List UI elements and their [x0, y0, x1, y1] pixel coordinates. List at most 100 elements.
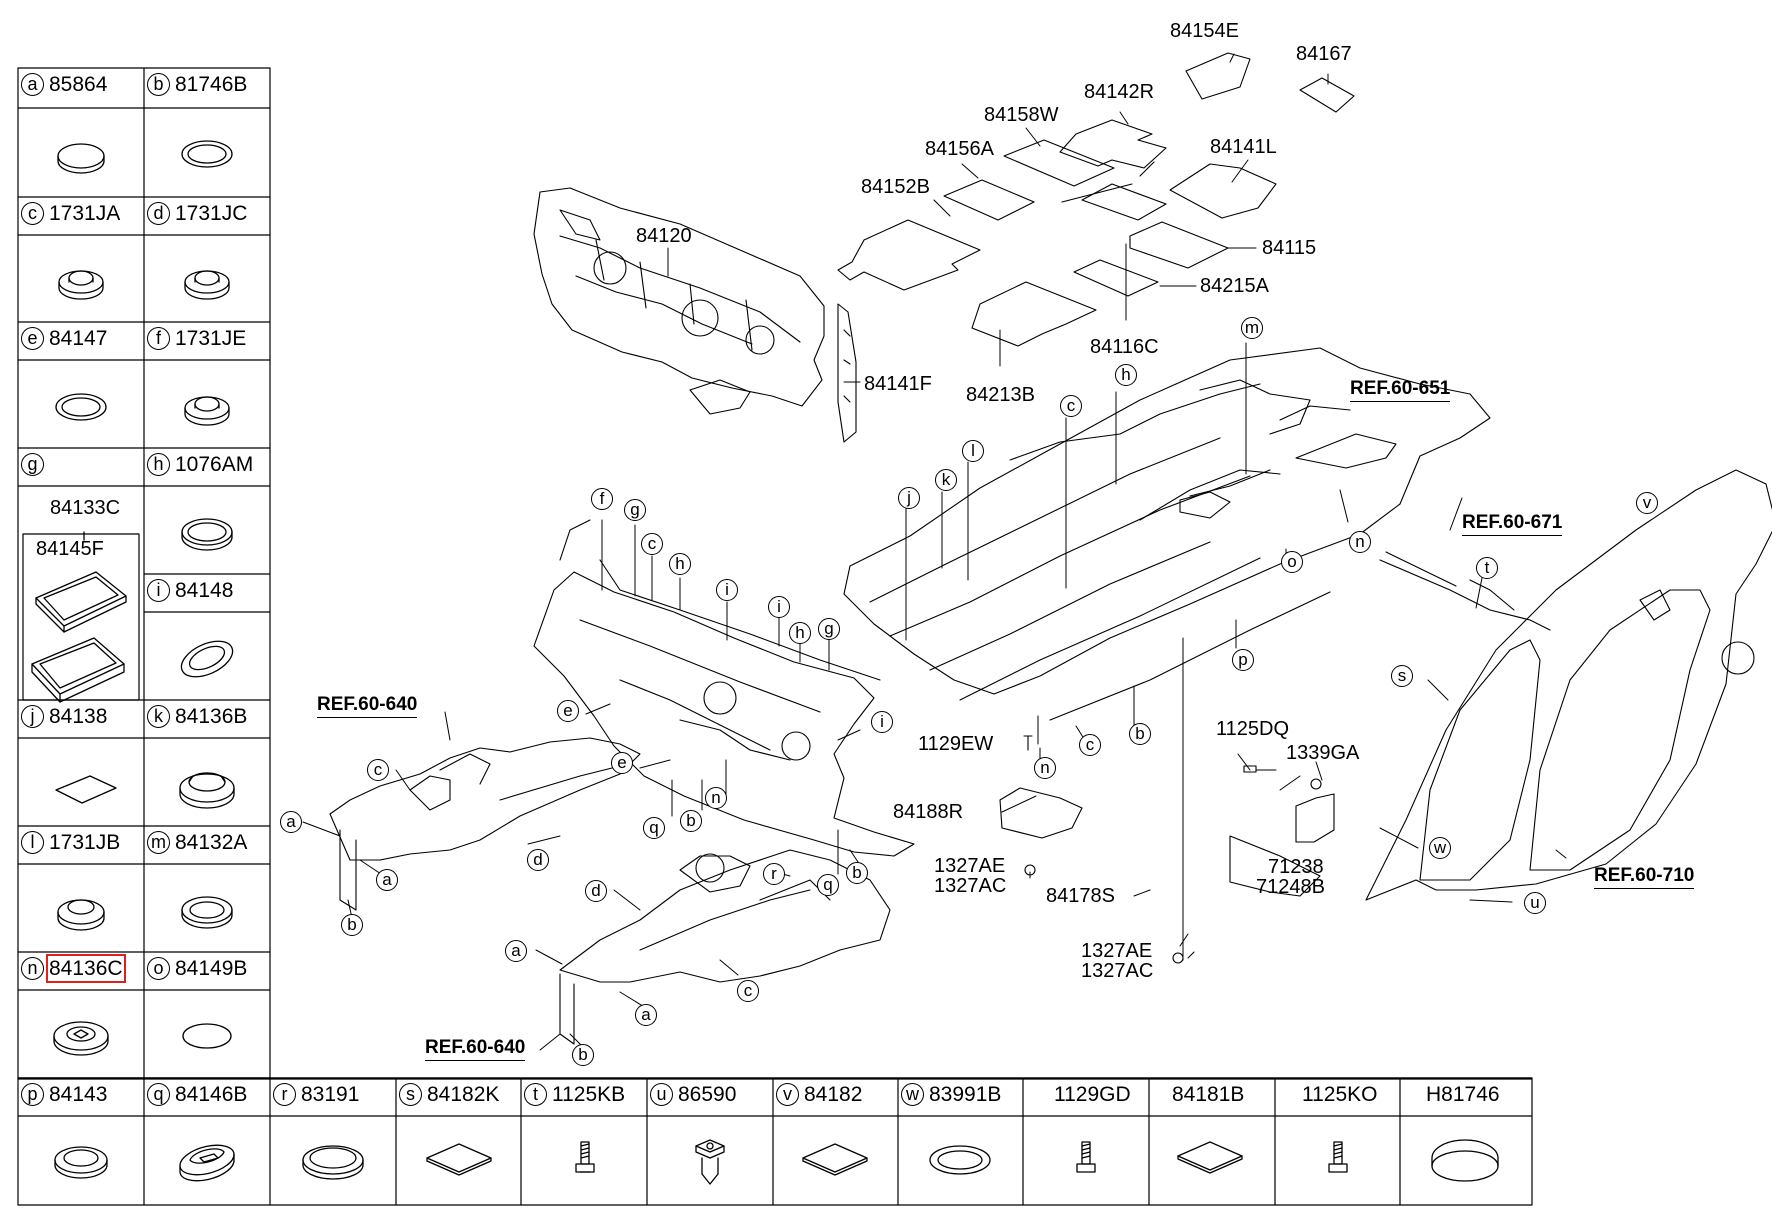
grommet-q-icon [179, 1144, 235, 1182]
cell-part-number-highlighted[interactable]: 84136C [46, 954, 126, 983]
grommet-h81746-icon [1431, 1139, 1499, 1182]
reference-60-640-lower[interactable]: REF.60-640 [425, 1037, 526, 1061]
callout-k: k [935, 469, 957, 491]
callout-p: p [1232, 649, 1254, 671]
pad-v-icon [802, 1143, 868, 1176]
cell-part-number: 1731JB [49, 831, 121, 854]
callout-b: b [1129, 723, 1151, 745]
callout-b: b [572, 1044, 594, 1066]
rail-ref-60-651 [1295, 433, 1397, 469]
plug-c-icon [58, 270, 104, 300]
plug-a-icon [57, 143, 105, 174]
callout-r: r [763, 863, 785, 885]
front-side-member-upper-drawing [329, 737, 641, 911]
callout-l: l [962, 440, 984, 462]
cell-letter: m [147, 831, 170, 854]
label-1327ac-b: 1327AC [1081, 960, 1154, 982]
cell-part-number: 84149B [175, 957, 248, 980]
label-84116c: 84116C [1090, 336, 1159, 358]
label-1339ga: 1339GA [1286, 742, 1360, 764]
cell-letter: r [273, 1083, 296, 1106]
grommet-m-icon [181, 896, 233, 929]
pad-84133c-icon [31, 637, 125, 703]
pad-s-icon [426, 1143, 492, 1176]
label-84188r: 84188R [893, 801, 964, 823]
cell-part-number: 1125KB [552, 1083, 626, 1106]
cell-letter: k [147, 705, 170, 728]
callout-i: i [716, 579, 738, 601]
cell-part-number: 84182 [804, 1083, 863, 1106]
label-84178s: 84178S [1046, 885, 1115, 907]
pad-84141l [1169, 163, 1277, 219]
label-84142r: 84142R [1084, 81, 1155, 103]
cell-part-number: 83191 [301, 1083, 360, 1106]
callout-q: q [817, 874, 839, 896]
label-1327ae-b: 1327AE [1081, 940, 1153, 962]
cell-part-number: 84148 [175, 579, 234, 602]
grommet-k-icon [179, 772, 235, 809]
label-84152b: 84152B [861, 176, 930, 198]
callout-d: d [527, 849, 549, 871]
callout-o: o [1281, 551, 1303, 573]
side-outer-panel-drawing [999, 469, 1772, 901]
pad-84116c-part1 [1081, 183, 1167, 221]
reference-60-710[interactable]: REF.60-710 [1594, 865, 1695, 889]
cell-part-number: 86590 [678, 1083, 737, 1106]
callout-a: a [505, 940, 527, 962]
label-1125dq: 1125DQ [1216, 718, 1290, 740]
grommet-i-icon [180, 640, 234, 678]
cell-letter: i [147, 579, 170, 602]
callout-b: b [341, 914, 363, 936]
callout-c: c [1079, 734, 1101, 756]
floor-pan-drawing [843, 347, 1491, 721]
bottom-cell-1129gd: 1129GD [1054, 1083, 1131, 1106]
callout-h: h [789, 622, 811, 644]
cell-part-number: 1076AM [175, 453, 254, 476]
callout-q: q [643, 817, 665, 839]
cell-letter: w [901, 1083, 924, 1106]
cell-part-number: 1731JA [49, 202, 121, 225]
pad-84152b [837, 219, 981, 291]
cell-letter: b [147, 73, 170, 96]
reference-60-671[interactable]: REF.60-671 [1462, 512, 1563, 536]
callout-b: b [846, 862, 868, 884]
cell-letter: g [21, 453, 44, 476]
callout-a: a [635, 1004, 657, 1026]
pad-84213b [971, 281, 1097, 347]
nut-1327ae-a [1024, 864, 1036, 876]
callout-v: v [1636, 492, 1658, 514]
callout-g: g [624, 499, 646, 521]
bottom-table [17, 1077, 1533, 1206]
part-84188r [999, 787, 1083, 839]
panel-84141f [837, 303, 857, 443]
callout-a: a [376, 869, 398, 891]
bracket-71238 [1295, 793, 1335, 843]
reference-60-651[interactable]: REF.60-651 [1350, 378, 1451, 402]
clip-u-icon [695, 1139, 725, 1185]
callout-j: j [898, 487, 920, 509]
g-part-84145f: 84145F [36, 538, 104, 560]
label-84120: 84120 [636, 225, 692, 247]
cell-part-number: 83991B [929, 1083, 1002, 1106]
bottom-cell-h81746: H81746 [1426, 1083, 1500, 1106]
reference-60-640-upper[interactable]: REF.60-640 [317, 694, 418, 718]
pad-84158w [1003, 139, 1115, 187]
pad-84167 [1299, 77, 1355, 113]
pad-84215a [1073, 259, 1159, 297]
cell-part-number: 81746B [175, 73, 248, 96]
label-1129ew: 1129EW [918, 733, 994, 755]
bottom-cell-1125ko: 1125KO [1302, 1083, 1378, 1106]
label-84167: 84167 [1296, 43, 1352, 65]
grommet-r-icon [302, 1145, 364, 1180]
callout-e: e [557, 700, 579, 722]
cell-letter: f [147, 327, 170, 350]
pad-84142r [1059, 119, 1167, 169]
cell-part-number: 84136B [175, 705, 248, 728]
label-1327ac-a: 1327AC [934, 875, 1007, 897]
cell-letter: c [21, 202, 44, 225]
cell-letter: d [147, 202, 170, 225]
fasteners [1023, 735, 1322, 964]
cell-letter: a [21, 73, 44, 96]
